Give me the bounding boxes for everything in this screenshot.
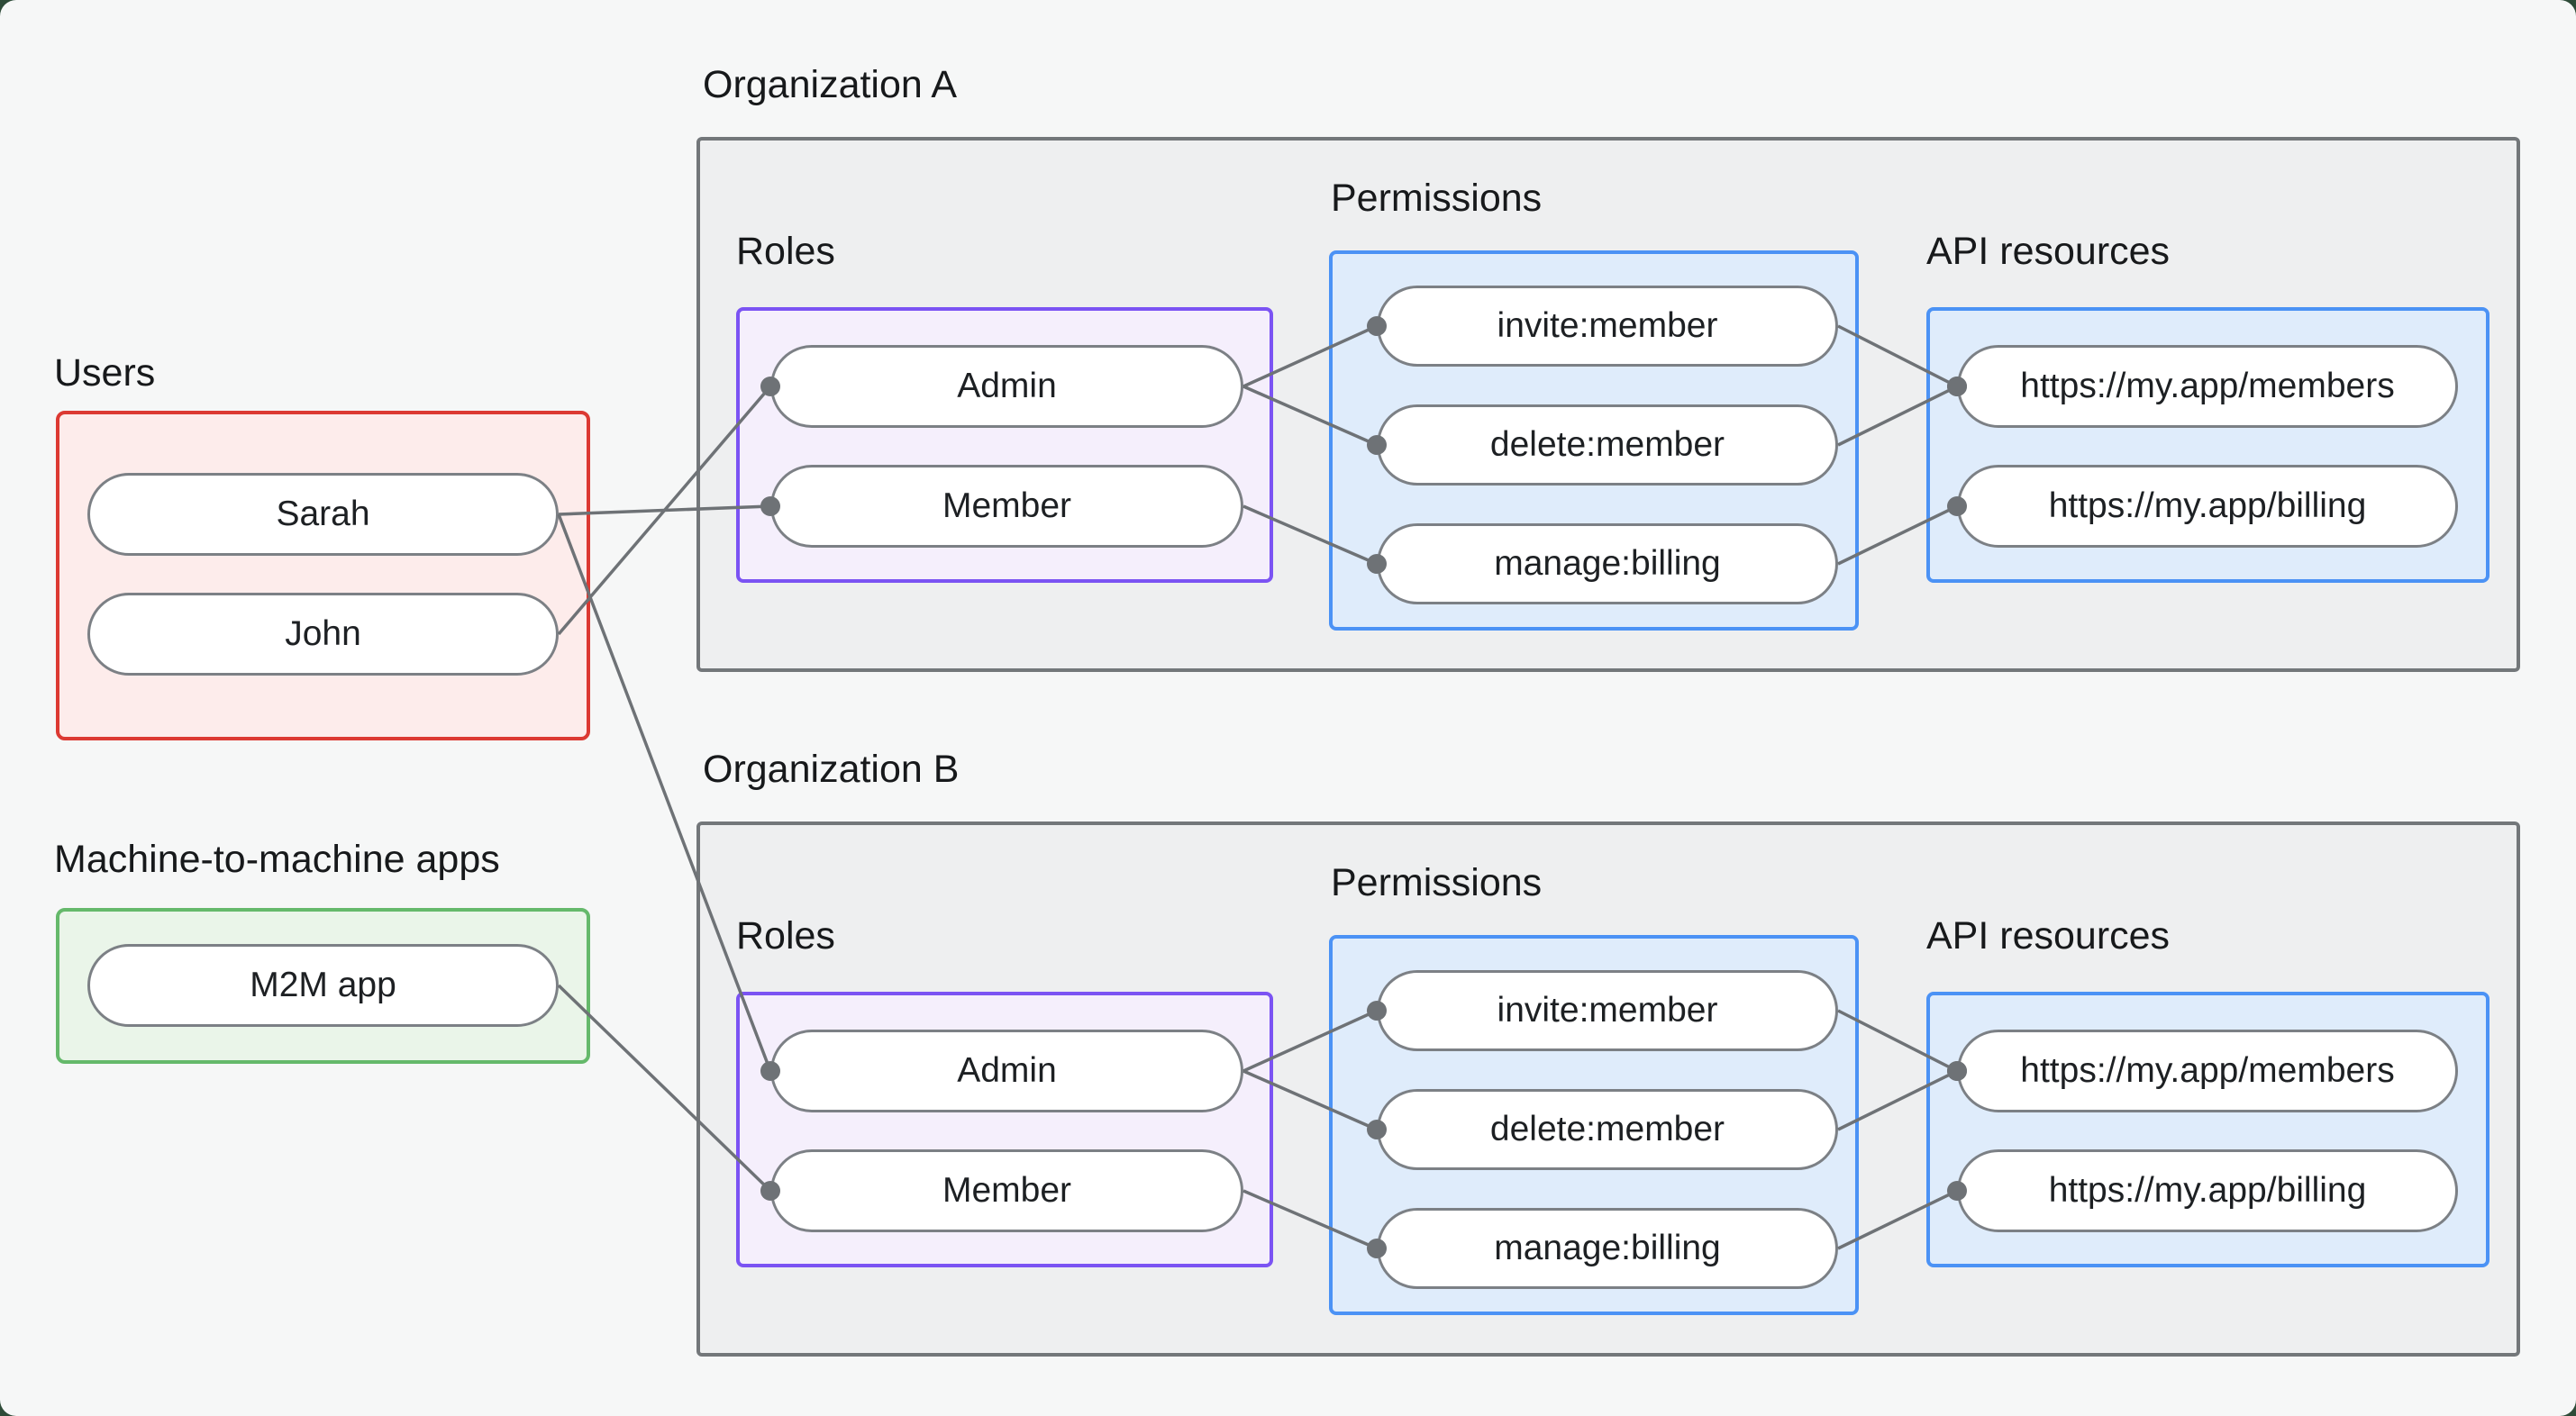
org-b-permissions-label: Permissions xyxy=(1331,861,1543,904)
node-member-b: Member xyxy=(770,1149,1243,1232)
node-invite-member-a: invite:member xyxy=(1377,286,1838,367)
node-api-members-b: https://my.app/members xyxy=(1957,1030,2458,1112)
node-john: John xyxy=(87,593,559,676)
org-a-permissions-label: Permissions xyxy=(1331,177,1543,220)
org-a-api-label: API resources xyxy=(1926,230,2171,273)
node-member-a: Member xyxy=(770,465,1243,548)
node-api-billing-b: https://my.app/billing xyxy=(1957,1149,2458,1232)
node-admin-a: Admin xyxy=(770,345,1243,428)
node-api-billing-a: https://my.app/billing xyxy=(1957,465,2458,548)
org-a-title: Organization A xyxy=(703,63,958,106)
org-a-roles-label: Roles xyxy=(736,230,835,273)
org-b-roles-label: Roles xyxy=(736,914,835,958)
node-manage-billing-a: manage:billing xyxy=(1377,523,1838,604)
org-b-title: Organization B xyxy=(703,748,960,791)
node-admin-b: Admin xyxy=(770,1030,1243,1112)
users-group-label: Users xyxy=(54,351,156,395)
node-delete-member-a: delete:member xyxy=(1377,404,1838,486)
m2m-group-label: Machine-to-machine apps xyxy=(54,838,500,881)
node-manage-billing-b: manage:billing xyxy=(1377,1208,1838,1289)
node-m2m-app: M2M app xyxy=(87,944,559,1027)
node-delete-member-b: delete:member xyxy=(1377,1089,1838,1170)
node-api-members-a: https://my.app/members xyxy=(1957,345,2458,428)
users-group-box xyxy=(56,411,590,740)
node-invite-member-b: invite:member xyxy=(1377,970,1838,1051)
node-sarah: Sarah xyxy=(87,473,559,556)
org-b-api-label: API resources xyxy=(1926,914,2171,958)
